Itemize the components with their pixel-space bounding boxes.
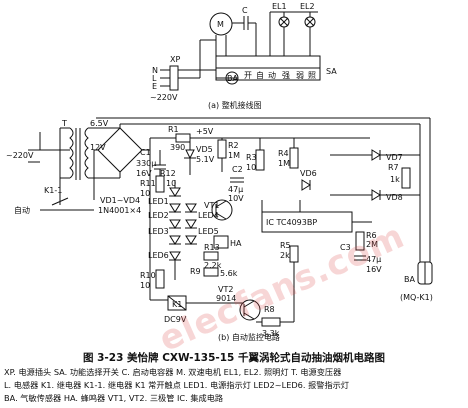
- label-c1v: 330μ: [136, 159, 156, 168]
- label-r2: R2: [228, 141, 239, 150]
- label-c3: C3: [340, 243, 351, 252]
- label-r8: R8: [264, 305, 275, 314]
- label-c2vv: 10V: [228, 194, 244, 203]
- label-r10v: 10: [140, 281, 150, 290]
- label-n: N: [152, 66, 158, 75]
- label-12v: 12V: [90, 143, 106, 152]
- label-r6: R6: [366, 231, 377, 240]
- label-vd6: VD6: [300, 169, 317, 178]
- label-diode-type: 1N4001×4: [98, 206, 141, 215]
- led-column: [169, 180, 197, 280]
- label-vd14: VD1~VD4: [100, 196, 140, 205]
- caption-panel-b: (b) 自动监控电路: [218, 332, 280, 342]
- label-xp: XP: [170, 55, 180, 64]
- label-ba-a: BA: [227, 74, 238, 83]
- transformer-primary: [69, 127, 74, 179]
- label-k1: K1: [172, 300, 182, 309]
- label-r12v: 10: [166, 179, 176, 188]
- label-r9: R9: [190, 267, 201, 276]
- label-e: E: [152, 82, 157, 91]
- label-led2: LED2: [148, 211, 169, 220]
- label-ba-b: BA: [404, 275, 415, 284]
- label-el2: EL2: [300, 2, 315, 11]
- label-c2v: 47μ: [228, 185, 243, 194]
- label-auto: 自动: [14, 205, 30, 215]
- label-r5: R5: [280, 241, 291, 250]
- label-c3vv: 16V: [366, 265, 382, 274]
- transformer-secondary: [84, 127, 89, 179]
- legend-line-2: L. 电感器 K1. 继电器 K1-1. 继电器 K1 常开触点 LED1. 电…: [4, 380, 350, 390]
- label-r9v: 5.6k: [220, 269, 238, 278]
- label-r3v: 10: [246, 163, 256, 172]
- switch-key-3: 强: [282, 71, 290, 80]
- motor-symbol: [209, 12, 233, 36]
- label-mqk1: (MQ-K1): [400, 293, 433, 302]
- label-c1vv: 16V: [136, 169, 152, 178]
- label-led4: LED4: [198, 211, 219, 220]
- label-r8v: 3.3k: [262, 329, 280, 338]
- label-t: T: [61, 119, 67, 128]
- label-r2v: 1M: [228, 151, 240, 160]
- label-r11v: 10: [140, 189, 150, 198]
- label-c: C: [242, 6, 248, 15]
- label-ic: IC TC4093BP: [266, 218, 317, 227]
- legend-line-3: BA. 气敏传感器 HA. 蜂鸣器 VT1, VT2. 三极管 IC. 集成电路: [4, 393, 224, 403]
- label-plus5v: +5V: [196, 127, 214, 136]
- switch-key-0: 开: [244, 71, 252, 80]
- label-voltage-a: ~220V: [150, 93, 178, 102]
- buzzer-ha: [213, 235, 229, 249]
- transistor-vt1: [211, 199, 233, 221]
- label-r12: R12: [160, 169, 176, 178]
- label-r5v: 2k: [280, 251, 290, 260]
- label-vt2: VT2: [218, 285, 233, 294]
- figure-title: 图 3-23 美怡牌 CXW-135-15 千翼涡轮式自动抽油烟机电路图: [82, 352, 386, 364]
- label-c1: C1: [140, 148, 151, 157]
- switch-key-2: 动: [268, 70, 276, 80]
- label-r4v: 1M: [278, 159, 290, 168]
- label-r13: R13: [204, 243, 220, 252]
- label-motor: M: [217, 20, 224, 29]
- label-el1: EL1: [272, 2, 287, 11]
- label-65v: 6.5V: [90, 119, 109, 128]
- legend-line-1: XP. 电源插头 SA. 功能选择开关 C. 启动电容器 M. 双速电机 EL1…: [4, 367, 342, 377]
- label-r7v: 1k: [390, 175, 400, 184]
- label-r4: R4: [278, 149, 289, 158]
- label-vd8: VD8: [386, 193, 403, 202]
- switch-key-5: 照: [308, 71, 316, 80]
- figure-legend: XP. 电源插头 SA. 功能选择开关 C. 启动电容器 M. 双速电机 EL1…: [4, 366, 464, 405]
- label-ha: HA: [230, 239, 242, 248]
- label-c3v: 47μ: [366, 255, 381, 264]
- label-vd7: VD7: [386, 153, 403, 162]
- plug-xp-symbol: [169, 65, 179, 91]
- transistor-vt2: [239, 299, 261, 321]
- label-sa-a: SA: [326, 67, 337, 76]
- label-r11: R11: [140, 179, 156, 188]
- caption-panel-a: (a) 整机接线图: [208, 100, 262, 110]
- label-led5: LED5: [198, 227, 219, 236]
- label-r3: R3: [246, 153, 257, 162]
- label-vd5: VD5: [196, 145, 213, 154]
- label-r13v: 2.2k: [204, 261, 222, 270]
- label-vt1: VT1: [204, 201, 219, 210]
- label-c2: C2: [232, 165, 243, 174]
- label-vt2type: 9014: [216, 294, 236, 303]
- label-r7: R7: [388, 163, 399, 172]
- switch-key-4: 弱: [296, 71, 304, 80]
- label-k11: K1-1: [44, 186, 62, 195]
- label-r1v: 390: [170, 143, 185, 152]
- label-k1v: DC9V: [164, 315, 187, 324]
- label-led1: LED1: [148, 197, 169, 206]
- label-vd5v: 5.1V: [196, 155, 215, 164]
- label-r6v: 2M: [366, 240, 378, 249]
- switch-key-1: 自: [256, 70, 264, 80]
- label-mains: ~220V: [6, 151, 34, 160]
- label-led3: LED3: [148, 227, 169, 236]
- label-r1: R1: [168, 125, 179, 134]
- label-r10: R10: [140, 271, 156, 280]
- label-led6: LED6: [148, 251, 169, 260]
- label-l: L: [152, 74, 157, 83]
